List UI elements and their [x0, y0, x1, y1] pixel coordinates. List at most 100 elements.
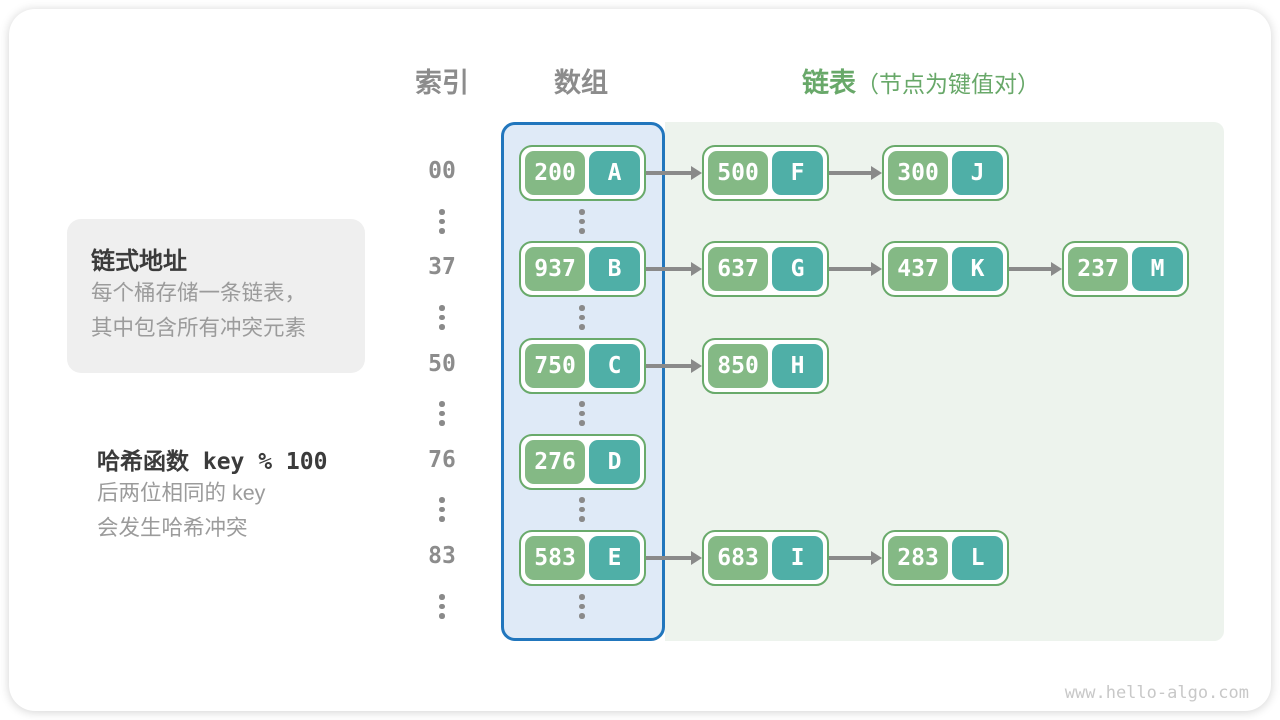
row-index-label: 76 [428, 447, 456, 473]
dot [579, 228, 585, 234]
node-value: K [952, 247, 1003, 291]
watermark: www.hello-algo.com [1064, 683, 1249, 703]
dot [439, 305, 445, 311]
dot [439, 594, 445, 600]
dot [439, 506, 445, 512]
ellipsis-dots [439, 594, 445, 619]
next-pointer-arrow [646, 171, 691, 175]
node-value: A [589, 151, 640, 195]
node-value: B [589, 247, 640, 291]
next-pointer-arrow [829, 267, 871, 271]
ellipsis-dots [579, 209, 585, 234]
dot [439, 420, 445, 426]
dot [579, 420, 585, 426]
node-key: 637 [708, 247, 769, 291]
row-index-label: 00 [428, 158, 456, 184]
column-header-index: 索引 [415, 68, 469, 98]
node-value: L [952, 536, 1003, 580]
node-value: E [589, 536, 640, 580]
hash-note-line: 会发生哈希冲突 [97, 516, 248, 540]
row-index-label: 83 [428, 543, 456, 569]
column-header-list: 链表（节点为键值对） [802, 61, 1040, 100]
column-header-array: 数组 [554, 68, 608, 98]
dot [579, 305, 585, 311]
dot [439, 228, 445, 234]
next-pointer-arrow [829, 171, 871, 175]
dot [439, 516, 445, 522]
node-key: 850 [708, 344, 769, 388]
node-key: 500 [708, 151, 769, 195]
dot [439, 218, 445, 224]
node-key: 283 [888, 536, 949, 580]
hash-note-line: 后两位相同的 key [97, 481, 266, 505]
node-value: D [589, 440, 640, 484]
dot [579, 594, 585, 600]
next-pointer-arrow [646, 556, 691, 560]
dot [579, 497, 585, 503]
ellipsis-dots [579, 305, 585, 330]
node-key: 300 [888, 151, 949, 195]
row-index-label: 50 [428, 351, 456, 377]
dot [579, 314, 585, 320]
next-pointer-arrow [646, 267, 691, 271]
info-box-title: 链式地址 [91, 248, 187, 275]
ellipsis-dots [579, 594, 585, 619]
dot [439, 497, 445, 503]
dot [439, 314, 445, 320]
node-key: 937 [525, 247, 586, 291]
dot [579, 613, 585, 619]
node-value: H [772, 344, 823, 388]
node-key: 200 [525, 151, 586, 195]
node-key: 276 [525, 440, 586, 484]
info-box-line: 每个桶存储一条链表， [91, 281, 307, 305]
node-value: J [952, 151, 1003, 195]
list-header-note: （节点为键值对） [856, 71, 1040, 97]
next-pointer-arrow [1009, 267, 1051, 271]
dot [439, 613, 445, 619]
node-value: F [772, 151, 823, 195]
ellipsis-dots [579, 401, 585, 426]
dot [439, 410, 445, 416]
node-key: 437 [888, 247, 949, 291]
next-pointer-arrow [646, 364, 691, 368]
node-key: 683 [708, 536, 769, 580]
dot [579, 410, 585, 416]
node-value: I [772, 536, 823, 580]
dot [579, 506, 585, 512]
hash-function-title: 哈希函数 key % 100 [97, 449, 328, 475]
node-value: M [1132, 247, 1183, 291]
info-box-line: 其中包含所有冲突元素 [91, 316, 307, 340]
dot [439, 603, 445, 609]
next-pointer-arrow [829, 556, 871, 560]
dot [439, 324, 445, 330]
dot [439, 401, 445, 407]
dot [579, 324, 585, 330]
diagram-card: 索引 数组 链表（节点为键值对） 链式地址 每个桶存储一条链表， 其中包含所有冲… [9, 9, 1271, 711]
node-value: C [589, 344, 640, 388]
ellipsis-dots [439, 401, 445, 426]
dot [579, 516, 585, 522]
dot [579, 603, 585, 609]
ellipsis-dots [439, 209, 445, 234]
dot [579, 218, 585, 224]
node-key: 237 [1068, 247, 1129, 291]
node-key: 583 [525, 536, 586, 580]
row-index-label: 37 [428, 254, 456, 280]
dot [439, 209, 445, 215]
info-box: 链式地址 每个桶存储一条链表， 其中包含所有冲突元素 [67, 219, 365, 373]
ellipsis-dots [439, 305, 445, 330]
node-value: G [772, 247, 823, 291]
